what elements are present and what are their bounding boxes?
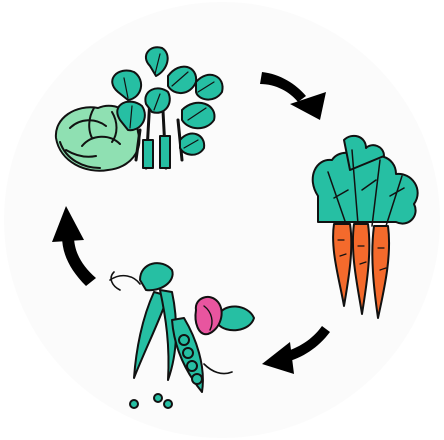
pea-leaf-icon-right [218,306,254,330]
